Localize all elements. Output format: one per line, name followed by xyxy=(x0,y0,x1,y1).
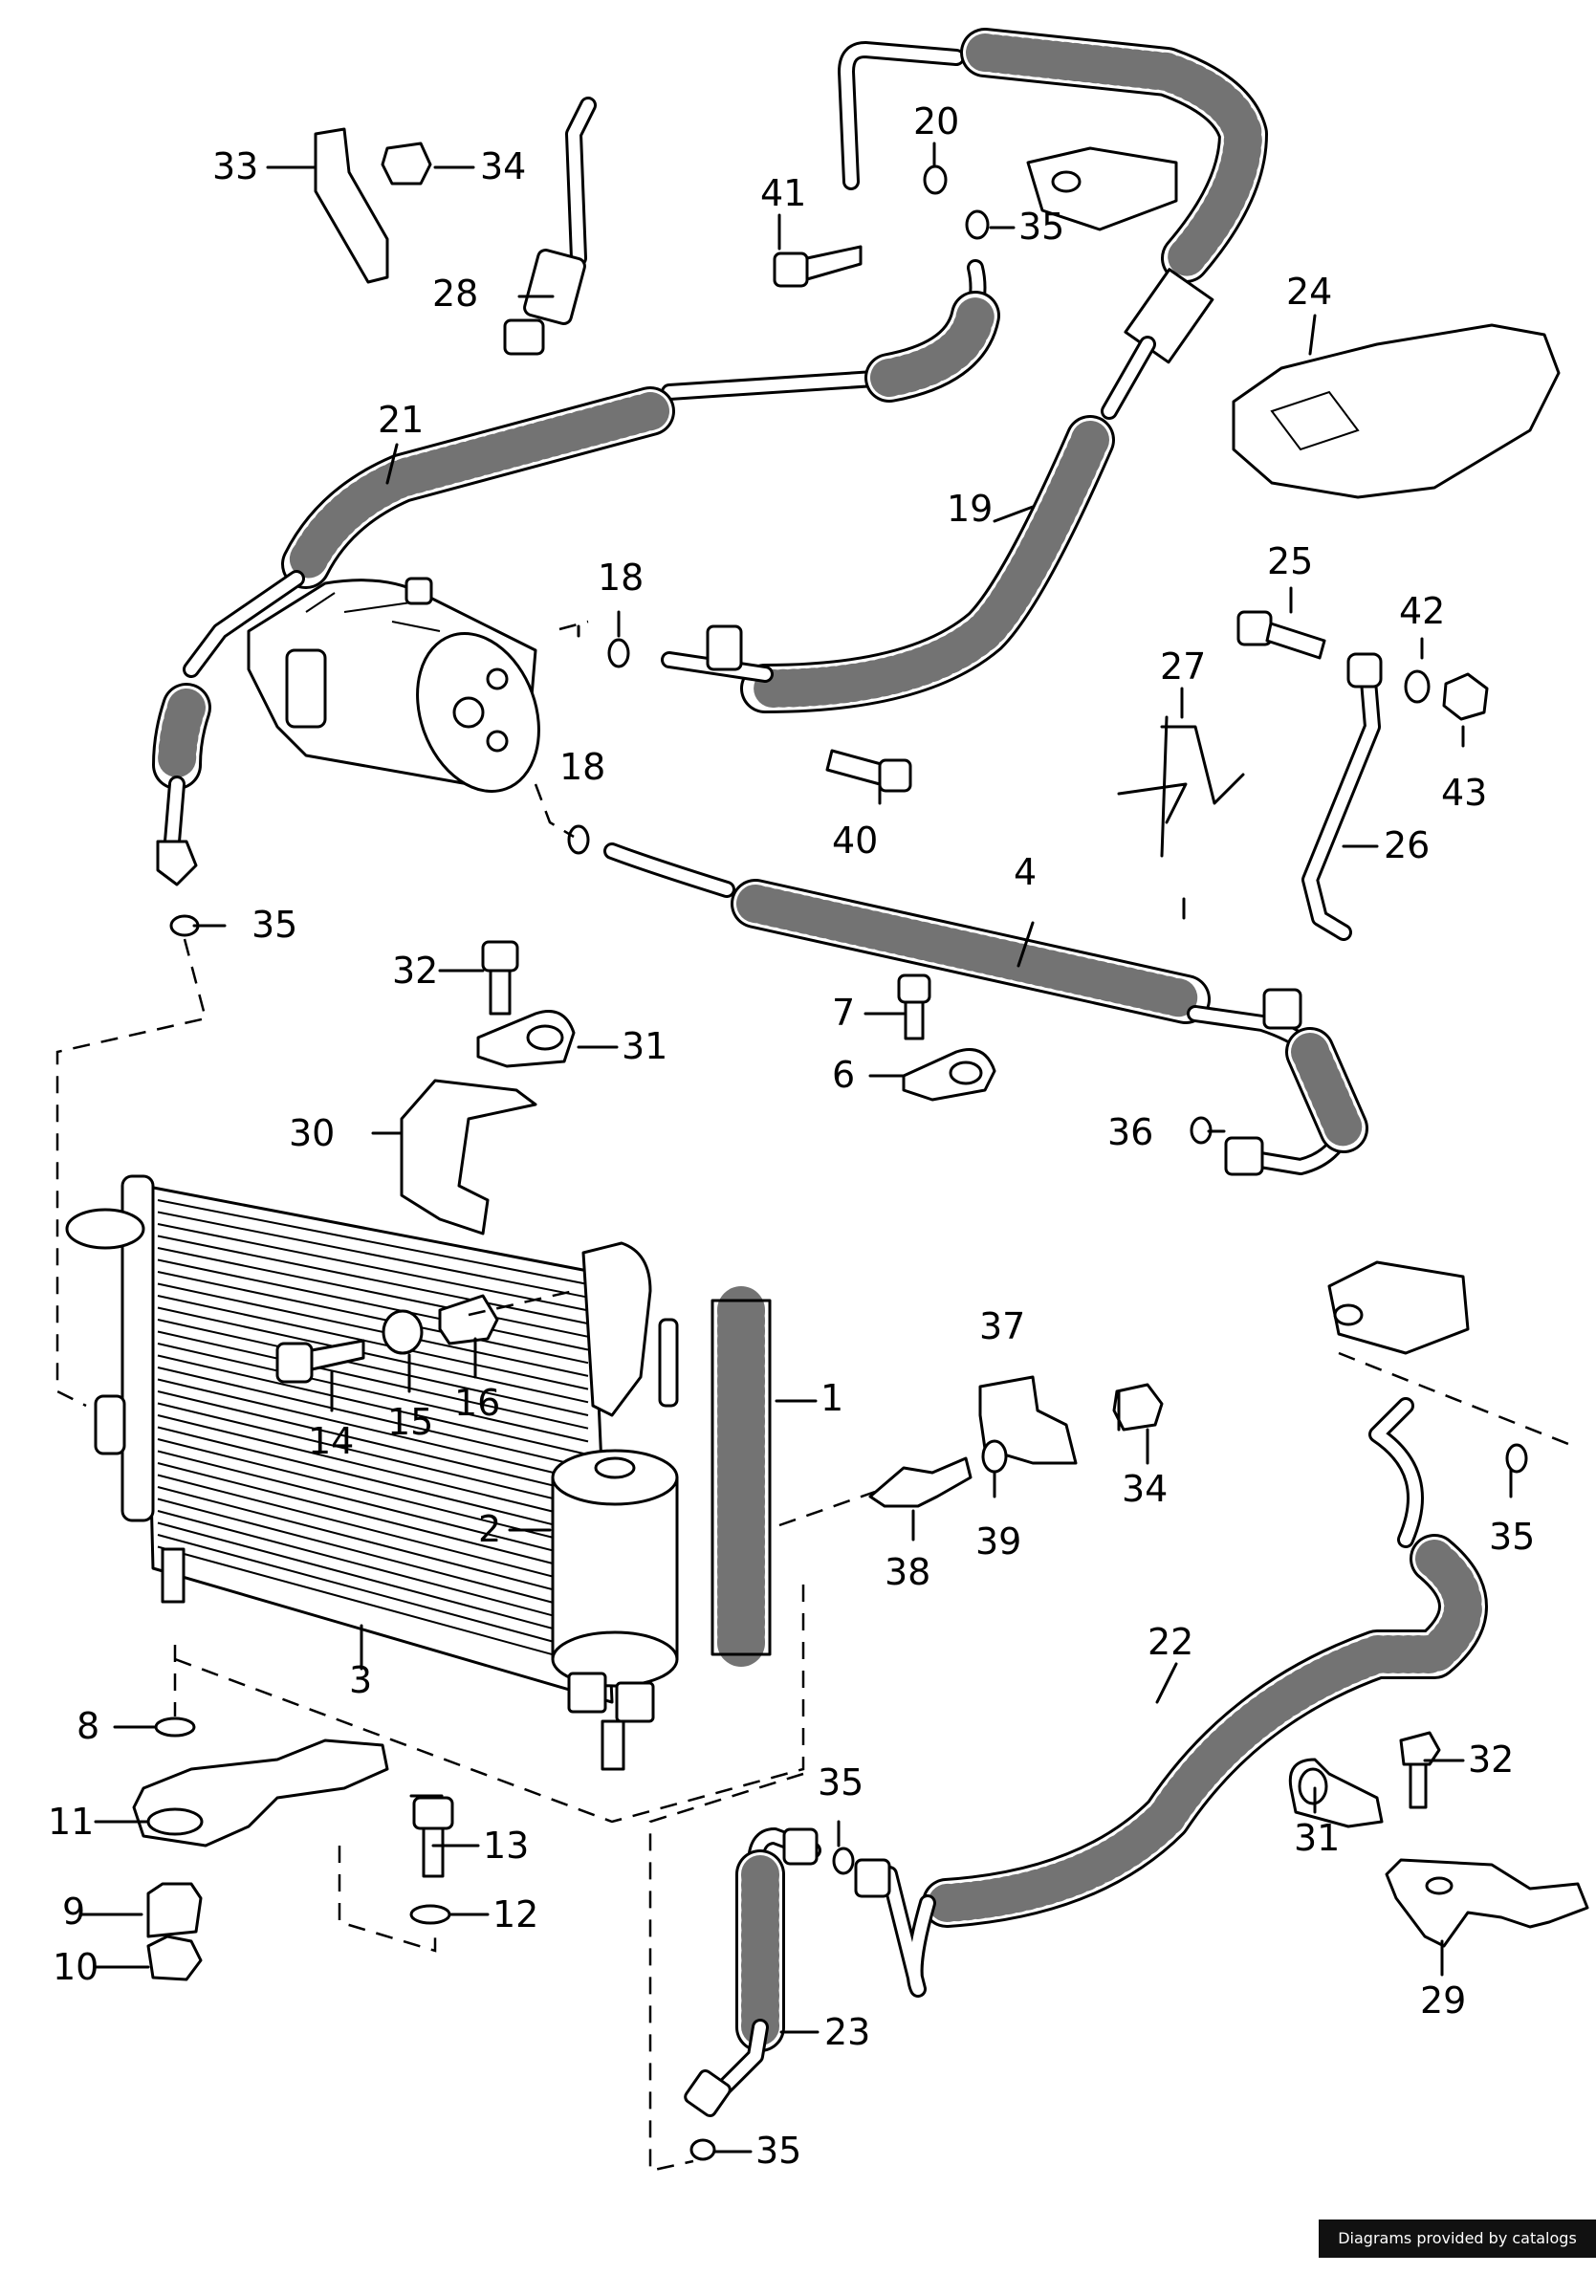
label-19: 19 xyxy=(947,488,993,530)
label-35d: 35 xyxy=(818,1761,864,1804)
label-28: 28 xyxy=(432,273,478,315)
label-18a: 18 xyxy=(598,557,644,599)
condenser-fin xyxy=(157,1510,589,1627)
label-22: 22 xyxy=(1148,1621,1193,1663)
label-21: 21 xyxy=(378,399,424,441)
label-25: 25 xyxy=(1267,540,1313,582)
label-32a: 32 xyxy=(392,950,438,992)
label-31b: 31 xyxy=(1294,1817,1340,1859)
label-42: 42 xyxy=(1399,590,1445,632)
label-40: 40 xyxy=(832,820,878,862)
label-34b: 34 xyxy=(1122,1468,1168,1510)
condenser-fin xyxy=(157,1486,589,1600)
condenser-fin xyxy=(157,1367,589,1469)
label-31a: 31 xyxy=(622,1025,667,1067)
label-1: 1 xyxy=(820,1377,843,1419)
label-43: 43 xyxy=(1441,772,1487,814)
label-23: 23 xyxy=(824,2011,870,2053)
label-35c: 35 xyxy=(1489,1516,1535,1558)
hose-21 xyxy=(152,259,1000,886)
label-7: 7 xyxy=(832,992,855,1034)
label-8: 8 xyxy=(77,1705,99,1747)
hose-19 xyxy=(661,28,1268,713)
label-37: 37 xyxy=(979,1305,1025,1347)
condenser-fin xyxy=(157,1378,589,1482)
condenser-fin xyxy=(157,1545,589,1666)
label-11: 11 xyxy=(48,1801,94,1843)
condenser-fin xyxy=(157,1498,589,1613)
condenser-fin xyxy=(157,1462,589,1574)
label-35e: 35 xyxy=(755,2130,801,2172)
label-36: 36 xyxy=(1107,1111,1153,1153)
condenser-fin xyxy=(157,1354,589,1456)
label-41: 41 xyxy=(760,172,806,214)
label-35b: 35 xyxy=(251,904,297,946)
condenser-fin xyxy=(157,1258,589,1351)
part-labels: 1 2 3 4 6 7 8 9 10 11 12 13 14 15 16 18 … xyxy=(48,100,1535,2172)
label-10: 10 xyxy=(53,1946,98,1988)
condenser-fins xyxy=(157,1199,589,1666)
condenser-fin xyxy=(157,1271,589,1365)
condenser-fin xyxy=(157,1247,589,1338)
hose-22 xyxy=(854,1397,1488,1998)
receiver-drier xyxy=(551,1449,679,1771)
label-35a: 35 xyxy=(1018,206,1064,248)
label-15: 15 xyxy=(387,1401,433,1443)
label-16: 16 xyxy=(454,1382,500,1424)
condenser-fin xyxy=(157,1414,589,1521)
label-4: 4 xyxy=(1014,851,1037,893)
foam-strip xyxy=(711,1286,772,1669)
label-39: 39 xyxy=(975,1520,1021,1563)
condenser-fin xyxy=(157,1426,589,1535)
label-6: 6 xyxy=(832,1054,855,1096)
condenser-fin xyxy=(157,1295,589,1390)
label-29: 29 xyxy=(1420,1979,1466,2022)
condenser-fin xyxy=(157,1306,589,1404)
label-9: 9 xyxy=(62,1891,85,1933)
condenser-fin xyxy=(157,1319,589,1416)
compressor xyxy=(247,577,540,793)
condenser-fin xyxy=(157,1199,589,1285)
label-2: 2 xyxy=(478,1508,501,1550)
label-27: 27 xyxy=(1160,645,1206,688)
small-parts xyxy=(132,97,1589,2161)
hose-4 xyxy=(603,842,1368,1176)
condenser-fin xyxy=(157,1438,589,1547)
credit-badge: Diagrams provided by catalogs parts xyxy=(1319,2219,1596,2285)
condenser-fin xyxy=(157,1450,589,1561)
condenser-fin xyxy=(157,1235,589,1325)
label-12: 12 xyxy=(492,1893,538,1935)
label-18b: 18 xyxy=(559,746,605,788)
label-13: 13 xyxy=(483,1825,529,1867)
condenser-fin xyxy=(157,1282,589,1377)
label-26: 26 xyxy=(1384,824,1430,866)
label-30: 30 xyxy=(289,1112,335,1154)
label-33: 33 xyxy=(212,145,258,187)
label-24: 24 xyxy=(1286,271,1332,313)
label-32b: 32 xyxy=(1468,1738,1514,1781)
label-20: 20 xyxy=(913,100,959,142)
condenser-fin xyxy=(157,1330,589,1430)
condenser-fin xyxy=(157,1474,589,1587)
condenser-fin xyxy=(157,1343,589,1443)
leader-lines xyxy=(79,142,1513,2154)
condenser-fin xyxy=(157,1211,589,1299)
condenser-fin xyxy=(157,1521,589,1639)
condenser xyxy=(65,1174,679,1704)
label-14: 14 xyxy=(308,1420,354,1462)
condenser-fin xyxy=(157,1402,589,1508)
label-3: 3 xyxy=(349,1659,372,1701)
condenser-fin xyxy=(157,1534,589,1652)
condenser-fin xyxy=(157,1223,589,1312)
dashed-guides xyxy=(55,620,1569,2173)
condenser-fin xyxy=(157,1390,589,1496)
label-34a: 34 xyxy=(480,145,526,187)
label-38: 38 xyxy=(885,1551,930,1593)
hose-23 xyxy=(684,1827,821,2118)
